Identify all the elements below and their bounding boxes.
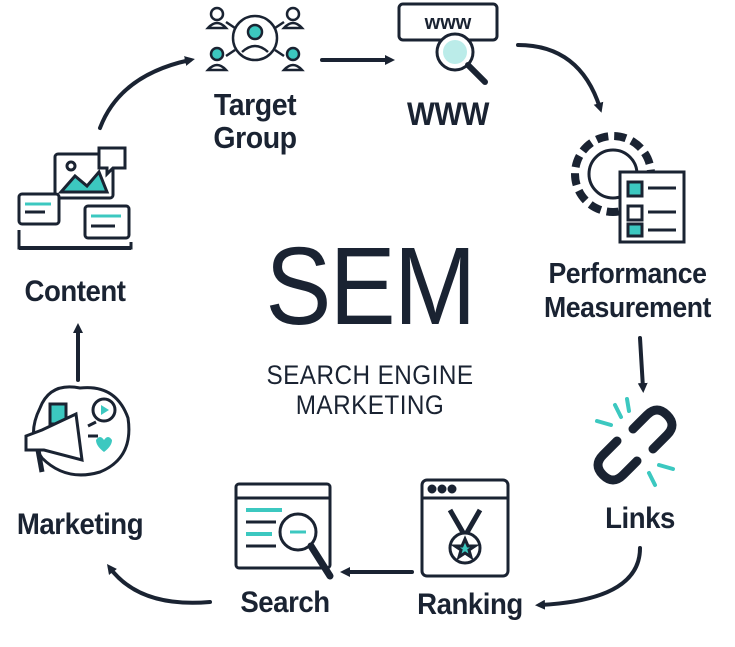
center-subtitle-line2: MARKETING xyxy=(295,390,445,420)
arrow-search-to-marketing xyxy=(106,564,212,605)
step-target-group-label: Target Group xyxy=(204,88,305,154)
center-subtitle: SEARCH ENGINE MARKETING xyxy=(244,360,496,420)
step-www-label: WWW xyxy=(407,96,489,132)
target-group-line2: Group xyxy=(213,120,297,155)
step-performance-label: Performance Measurement xyxy=(529,257,727,325)
arrow-content-to-target xyxy=(98,56,195,130)
step-content-label: Content xyxy=(24,275,126,308)
arrow-links-to-ranking xyxy=(535,546,642,610)
performance-line1: Performance xyxy=(548,258,707,290)
performance-line2: Measurement xyxy=(544,292,711,324)
people-network-icon xyxy=(205,6,305,72)
step-ranking-label: Ranking xyxy=(417,588,523,621)
step-links-label: Links xyxy=(605,502,675,535)
center-subtitle-line1: SEARCH ENGINE xyxy=(266,360,474,390)
center-title: SEM xyxy=(265,225,476,348)
www-icon-text: www xyxy=(424,12,472,34)
target-group-line1: Target xyxy=(213,87,297,122)
browser-medal-icon xyxy=(420,478,510,578)
browser-search-icon: www xyxy=(397,2,499,85)
megaphone-icon xyxy=(24,385,131,477)
arrow-performance-to-links xyxy=(637,336,648,393)
gear-checklist-icon xyxy=(571,132,686,244)
document-magnifier-icon xyxy=(234,482,334,580)
chain-link-icon xyxy=(593,397,677,487)
step-search-label: Search xyxy=(240,586,330,619)
step-marketing-label: Marketing xyxy=(16,508,144,541)
laptop-content-icon xyxy=(17,146,133,250)
arrow-www-to-performance xyxy=(516,43,604,113)
